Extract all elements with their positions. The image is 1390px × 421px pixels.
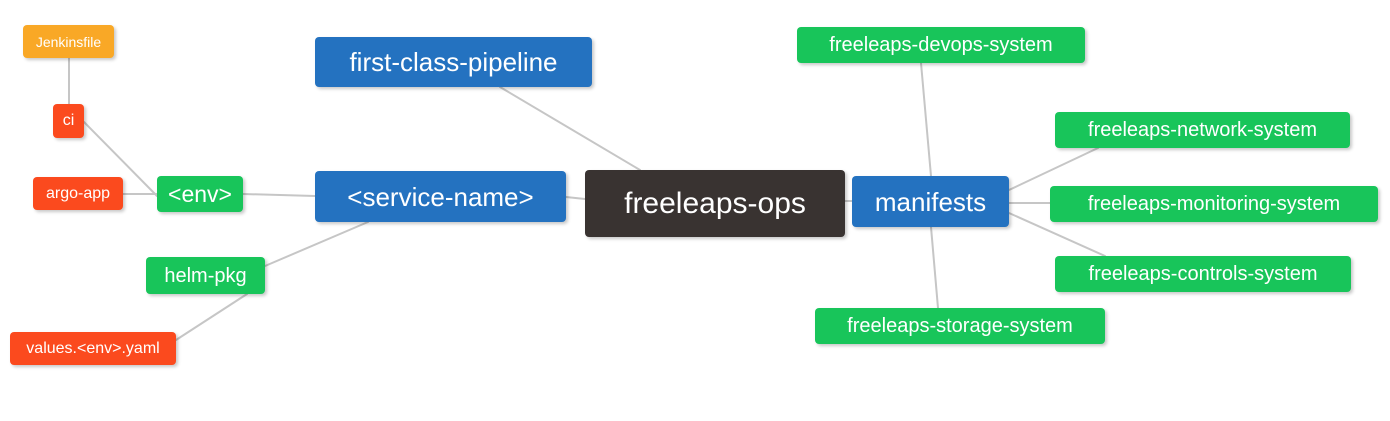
node-label-freeleaps-ops: freeleaps-ops xyxy=(624,186,806,220)
node-label-first-class-pipeline: first-class-pipeline xyxy=(349,47,558,77)
node-first-class-pipeline[interactable]: first-class-pipeline xyxy=(315,37,592,87)
edge-valuesyaml-helmpkg xyxy=(175,293,248,341)
node-values-yaml[interactable]: values.<env>.yaml xyxy=(10,332,176,365)
node-label-freeleaps-devops-system: freeleaps-devops-system xyxy=(829,34,1053,56)
node-label-freeleaps-monitoring-system: freeleaps-monitoring-system xyxy=(1087,193,1341,215)
node-label-freeleaps-network-system: freeleaps-network-system xyxy=(1088,119,1317,141)
node-label-service-name: <service-name> xyxy=(347,181,534,212)
node-label-ci: ci xyxy=(62,112,75,129)
node-freeleaps-controls-system[interactable]: freeleaps-controls-system xyxy=(1055,256,1351,292)
edge-manifests-network xyxy=(1008,147,1099,191)
node-manifests[interactable]: manifests xyxy=(852,176,1009,227)
node-label-jenkinsfile: Jenkinsfile xyxy=(35,33,102,50)
node-service-name[interactable]: <service-name> xyxy=(315,171,566,222)
edge-firstclass-root xyxy=(499,86,641,171)
node-label-argo-app: argo-app xyxy=(45,184,111,202)
node-env[interactable]: <env> xyxy=(157,176,243,212)
edge-servicename-root xyxy=(565,196,586,200)
node-freeleaps-storage-system[interactable]: freeleaps-storage-system xyxy=(815,308,1105,344)
node-freeleaps-monitoring-system[interactable]: freeleaps-monitoring-system xyxy=(1050,186,1378,222)
node-freeleaps-ops[interactable]: freeleaps-ops xyxy=(585,170,845,237)
node-freeleaps-network-system[interactable]: freeleaps-network-system xyxy=(1055,112,1350,148)
node-jenkinsfile[interactable]: Jenkinsfile xyxy=(23,25,114,58)
node-freeleaps-devops-system[interactable]: freeleaps-devops-system xyxy=(797,27,1085,63)
node-label-freeleaps-controls-system: freeleaps-controls-system xyxy=(1088,263,1318,285)
edge-manifests-devops xyxy=(920,62,932,177)
node-label-values-yaml: values.<env>.yaml xyxy=(26,339,160,357)
edge-helmpkg-servicename xyxy=(264,221,369,267)
edge-env-servicename xyxy=(242,193,316,197)
node-label-manifests: manifests xyxy=(874,186,987,217)
node-argo-app[interactable]: argo-app xyxy=(33,177,123,210)
edge-manifests-storage xyxy=(930,226,939,309)
node-label-env: <env> xyxy=(168,180,232,207)
node-ci[interactable]: ci xyxy=(53,104,84,138)
node-label-helm-pkg: helm-pkg xyxy=(164,264,247,287)
node-helm-pkg[interactable]: helm-pkg xyxy=(146,257,265,294)
node-label-freeleaps-storage-system: freeleaps-storage-system xyxy=(847,315,1073,337)
